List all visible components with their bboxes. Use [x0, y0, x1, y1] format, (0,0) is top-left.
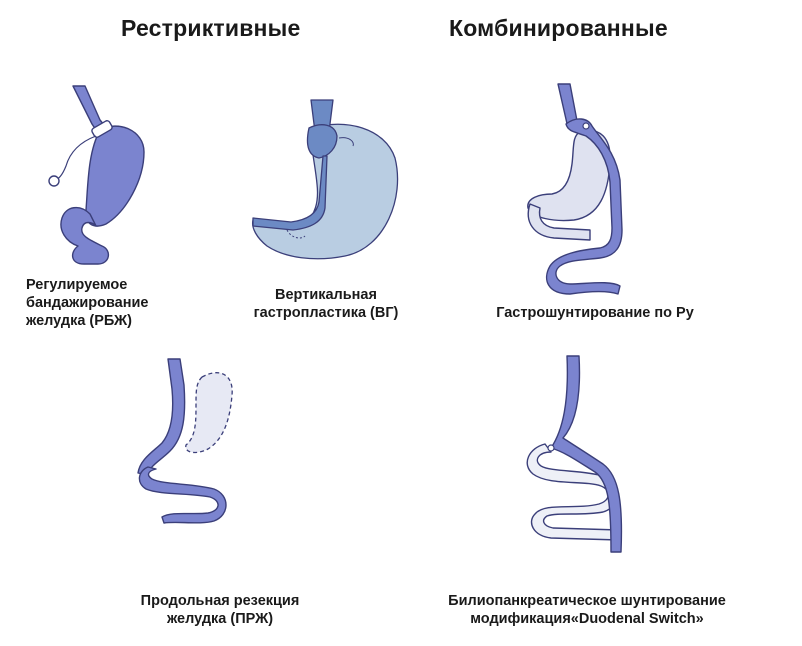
duodenal-switch-illustration [526, 355, 623, 553]
caption-roux-bypass: Гастрошунтирование по Ру [460, 304, 730, 322]
caption-line: Гастрошунтирование по Ру [496, 305, 694, 321]
caption-line: гастропластика (ВГ) [253, 305, 399, 321]
roux-en-y-bypass-illustration [527, 83, 623, 295]
caption-duodenal-switch: Билиопанкреатическое шунтирование модифи… [412, 592, 762, 628]
heading-restrictive: Рестриктивные [121, 15, 301, 41]
caption-line: Продольная резекция [140, 593, 300, 609]
caption-line: Билиопанкреатическое шунтирование [448, 593, 726, 609]
caption-line: Вертикальная [275, 287, 377, 303]
caption-line: желудка (ПРЖ) [166, 611, 274, 627]
caption-vertical-gastroplasty: Вертикальная гастропластика (ВГ) [226, 286, 426, 322]
caption-line: Регулируемое [26, 277, 128, 293]
caption-line: модификация«Duodenal Switch» [470, 611, 704, 627]
sleeve-gastrectomy-illustration [137, 358, 233, 524]
gastric-band-illustration [48, 85, 145, 265]
caption-line: желудка (РБЖ) [26, 313, 132, 329]
heading-combined: Комбинированные [449, 15, 668, 41]
caption-line: бандажирование [26, 295, 149, 311]
caption-sleeve-gastrectomy: Продольная резекция желудка (ПРЖ) [110, 592, 330, 628]
caption-gastric-band: Регулируемое бандажирование желудка (РБЖ… [26, 276, 148, 330]
vertical-gastroplasty-illustration [251, 99, 399, 260]
